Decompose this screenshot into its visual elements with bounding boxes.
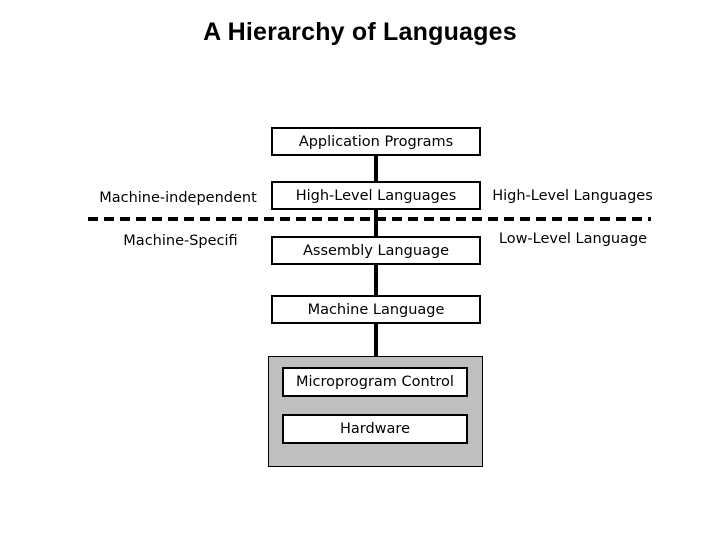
connector-assembly-to-machine xyxy=(374,263,378,297)
label-high-level-languages-right: High-Level Languages xyxy=(491,188,654,204)
box-high-level-languages[interactable]: High-Level Languages xyxy=(271,181,481,210)
box-machine-language-label: Machine Language xyxy=(307,301,445,318)
connector-highlevel-to-assembly xyxy=(374,207,378,238)
box-high-level-languages-label: High-Level Languages xyxy=(295,187,457,204)
connector-machine-to-panel xyxy=(374,322,378,358)
box-hardware-label: Hardware xyxy=(339,421,410,437)
page-title: A Hierarchy of Languages xyxy=(203,18,517,46)
connector-application-to-highlevel xyxy=(374,154,378,183)
label-low-level-language-right: Low-Level Language xyxy=(494,231,652,247)
label-high-level-languages-right-text: High-Level Languages xyxy=(492,188,653,204)
label-machine-independent: Machine-independent xyxy=(93,190,263,206)
box-assembly-language-label: Assembly Language xyxy=(302,242,450,259)
box-assembly-language[interactable]: Assembly Language xyxy=(271,236,481,265)
box-microprogram-control-label: Microprogram Control xyxy=(296,374,454,390)
label-machine-independent-text: Machine-independent xyxy=(99,190,257,206)
box-microprogram-control[interactable]: Microprogram Control xyxy=(282,367,468,397)
box-machine-language[interactable]: Machine Language xyxy=(271,295,481,324)
box-application-programs[interactable]: Application Programs xyxy=(271,127,481,156)
label-machine-specific-text: Machine-Specifi xyxy=(123,233,238,249)
machine-independence-divider xyxy=(88,217,651,221)
label-low-level-language-right-text: Low-Level Language xyxy=(498,231,648,247)
label-machine-specific: Machine-Specifi xyxy=(103,233,258,249)
box-application-programs-label: Application Programs xyxy=(298,133,454,150)
box-hardware[interactable]: Hardware xyxy=(282,414,468,444)
